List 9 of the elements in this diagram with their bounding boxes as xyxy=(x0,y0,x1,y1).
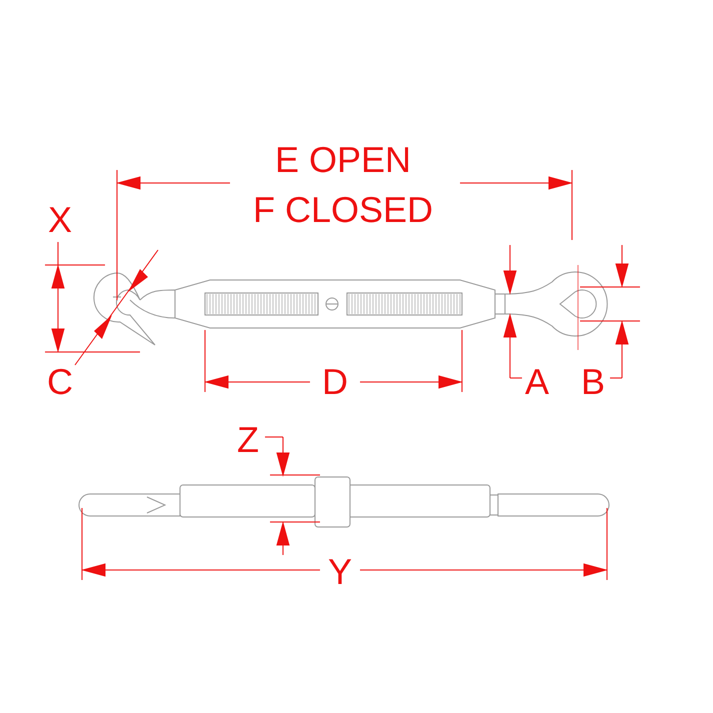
dimension-label: C xyxy=(47,364,73,400)
dimension-label: D xyxy=(322,364,348,400)
dimension-label: A xyxy=(525,364,549,400)
dimension-label: E OPEN xyxy=(274,142,412,178)
dimension-label: B xyxy=(581,364,605,400)
dimension-label: Z xyxy=(237,422,259,458)
dimension-label: Y xyxy=(328,554,352,590)
dimension-label: F CLOSED xyxy=(252,192,434,228)
dimension-label: X xyxy=(48,202,72,238)
